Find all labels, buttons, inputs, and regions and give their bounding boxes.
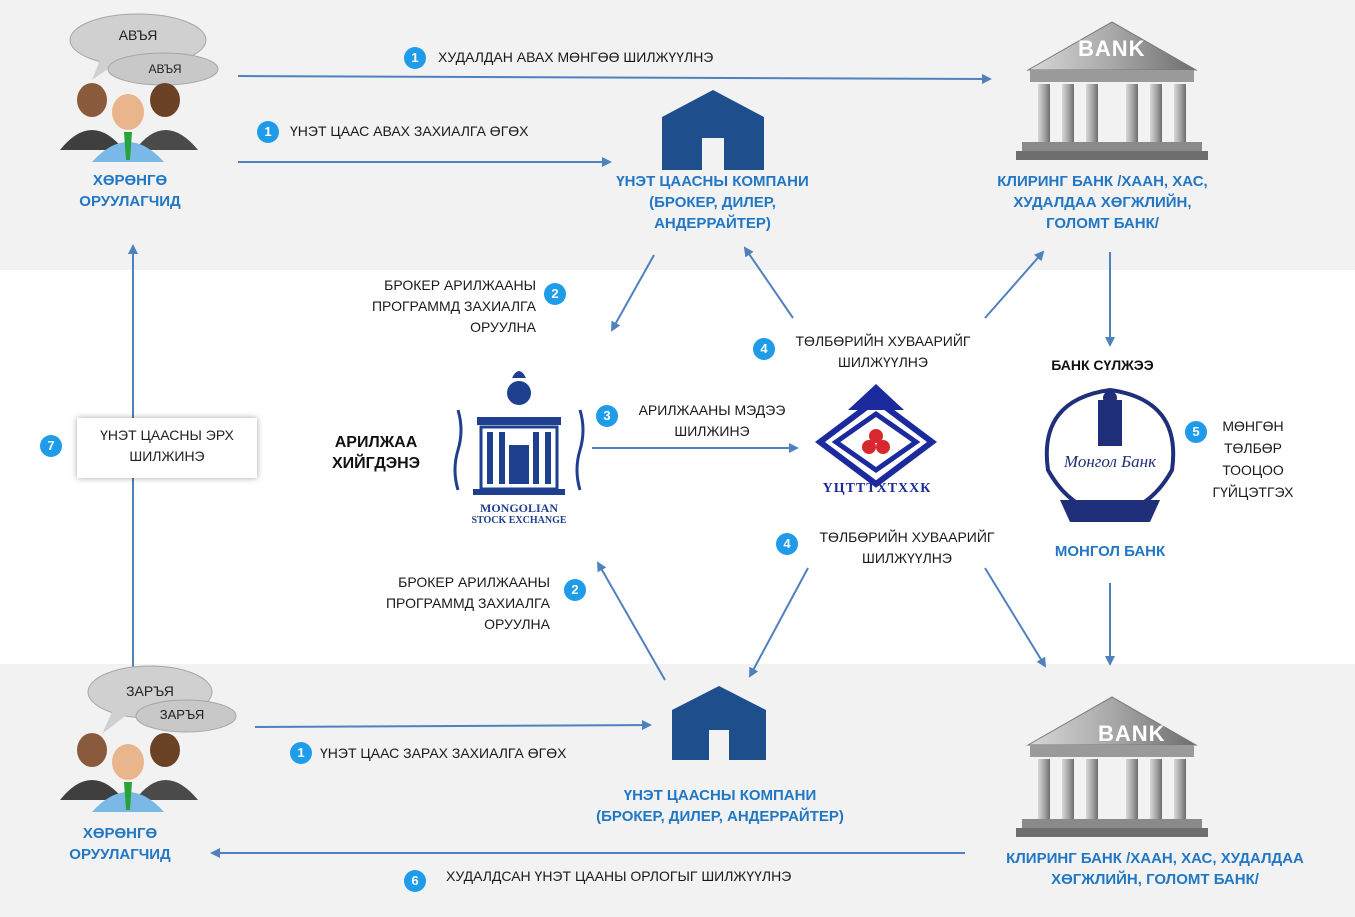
arrow-csd-to-company-top (743, 246, 794, 319)
step-4-bottom-label: ТӨЛБӨРИЙН ХУВААРИЙГ ШИЛЖҮҮЛНЭ (819, 529, 995, 566)
step-2-bottom-badge: 2 (564, 579, 586, 601)
bottom-bank-icon (1016, 696, 1208, 837)
csd-logo-text: ҮЦТТТХТХХК (822, 481, 932, 496)
top-house-icon (662, 90, 764, 170)
step-2-top-badge: 2 (544, 283, 566, 305)
arrow-csd-to-bank-top (984, 250, 1045, 319)
trading-label: АРИЛЖАА ХИЙГДЭНЭ (331, 434, 421, 472)
top-bank-sign: BANK (1078, 36, 1146, 61)
top-company-label: ҮНЭТ ЦААСНЫ КОМПАНИ (БРОКЕР, ДИЛЕР, АНДЕ… (616, 173, 809, 232)
step-4-top-badge: 4 (753, 338, 775, 360)
step-1-money-label: ХУДАЛДАН АВАХ МӨНГӨӨ ШИЛЖҮҮЛНЭ (438, 49, 714, 65)
step-3-label: АРИЛЖААНЫ МЭДЭЭ ШИЛЖИНЭ (638, 402, 786, 439)
step-1-sell-label: ҮНЭТ ЦААС ЗАРАХ ЗАХИАЛГА ӨГӨХ (320, 745, 567, 761)
arrow-company-to-exchange-bottom (597, 561, 666, 681)
bottom-company-label: ҮНЭТ ЦААСНЫ КОМПАНИ (БРОКЕР, ДИЛЕР, АНДЕ… (596, 787, 844, 825)
arrow-money-to-bank (237, 73, 992, 84)
top-investors-label: ХӨРӨНГӨ ОРУУЛАГЧИД (79, 172, 181, 210)
flow-arrows (128, 73, 1115, 858)
step-6-label: ХУДАЛДСАН ҮНЭТ ЦААНЫ ОРЛОГЫГ ШИЛЖҮҮЛНЭ (446, 868, 792, 884)
step-4-bottom-badge: 4 (776, 533, 798, 555)
bubble-buy-small: АВЪЯ (148, 62, 182, 76)
arrow-company-to-exchange (611, 254, 655, 332)
bottom-bank-sign: BANK (1098, 721, 1166, 746)
step-1-money-badge: 1 (404, 47, 426, 69)
step-1-order-badge: 1 (257, 121, 279, 143)
top-bank-icon (1016, 21, 1208, 160)
mongol-bank-label: МОНГОЛ БАНК (1054, 543, 1166, 560)
bottom-clearing-bank-label: КЛИРИНГ БАНК /ХААН, ХАС, ХУДАЛДАА ХӨГЖЛИ… (1006, 850, 1304, 888)
arrow-sell-order (254, 720, 652, 731)
step-4-top-label: ТӨЛБӨРИЙН ХУВААРИЙГ ШИЛЖҮҮЛНЭ (795, 333, 971, 370)
step-3-badge: 3 (596, 405, 618, 427)
step-2-top-label: БРОКЕР АРИЛЖААНЫ ПРОГРАММД ЗАХИАЛГА ОРУУ… (371, 277, 536, 335)
bank-network-label: БАНК СҮЛЖЭЭ (1051, 357, 1154, 373)
bubble-sell-large: ЗАРЪЯ (126, 683, 174, 699)
mongol-bank-logo-script: Монгол Банк (1063, 452, 1157, 471)
step-5-label: МӨНГӨН ТӨЛБӨР ТООЦОО ГҮЙЦЭТГЭХ (1212, 418, 1294, 500)
bubble-buy-large: АВЪЯ (118, 27, 158, 43)
top-speech-bubbles (69, 13, 219, 86)
step-1-order-label: ҮНЭТ ЦААС АВАХ ЗАХИАЛГА ӨГӨХ (290, 123, 529, 139)
top-clearing-bank-label: КЛИРИНГ БАНК /ХААН, ХАС, ХУДАЛДАА ХӨГЖЛИ… (997, 173, 1208, 232)
top-people-icon (60, 83, 198, 162)
bottom-speech-bubbles (87, 665, 237, 734)
csd-logo-icon (815, 384, 937, 488)
step-1-sell-badge: 1 (290, 742, 312, 764)
step-2-bottom-label: БРОКЕР АРИЛЖААНЫ ПРОГРАММД ЗАХИАЛГА ОРУУ… (385, 574, 550, 632)
arrow-csd-to-company-bottom (749, 567, 809, 678)
step-7-box: ҮНЭТ ЦААСНЫ ЭРХ ШИЛЖИНЭ (77, 418, 257, 478)
bottom-house-icon (672, 686, 766, 760)
bubble-sell-small: ЗАРЪЯ (159, 707, 205, 722)
mongol-bank-logo-icon (1044, 387, 1176, 522)
step-5-badge: 5 (1185, 421, 1207, 443)
bottom-investors-label: ХӨРӨНГӨ ОРУУЛАГЧИД (69, 825, 171, 863)
arrow-csd-to-bank-bottom (984, 567, 1047, 668)
mse-logo-text: MONGOLIAN STOCK EXCHANGE (471, 501, 567, 527)
step-7-badge: 7 (40, 435, 62, 457)
step-6-badge: 6 (404, 870, 426, 892)
bottom-people-icon (60, 733, 198, 812)
mse-logo-icon (453, 371, 585, 495)
